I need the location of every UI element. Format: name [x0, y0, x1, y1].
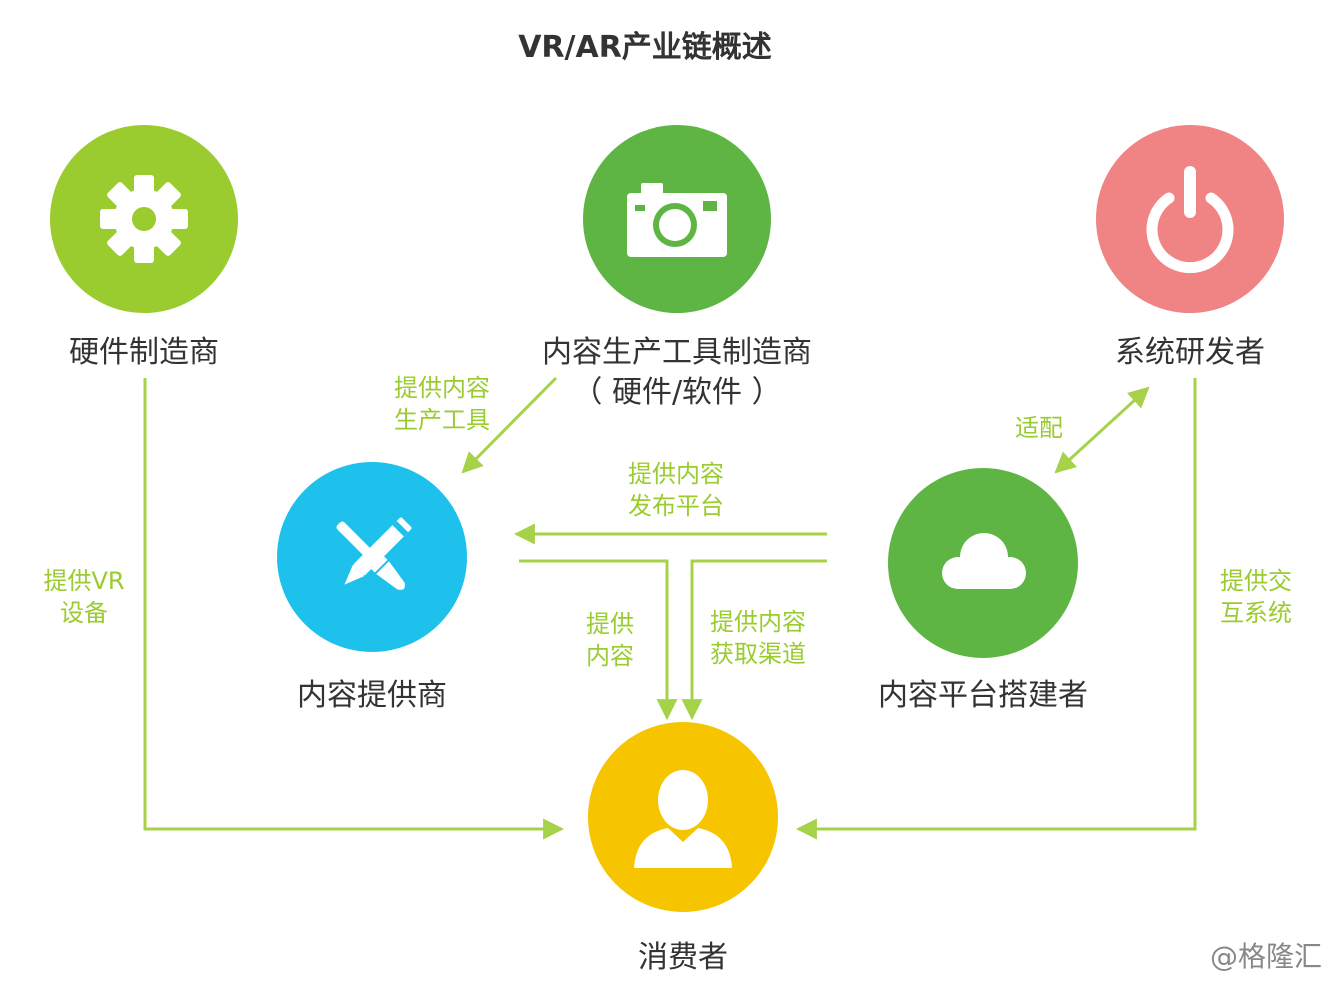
edge-hardware-consumer: [143, 378, 565, 840]
node-consumer: [588, 722, 778, 912]
edge-label-system-platform: 适配: [1015, 414, 1063, 442]
brush-pencil-icon: [336, 517, 412, 590]
edge-label-platform-provider: 提供内容 发布平台: [628, 460, 724, 520]
watermark: @格隆汇: [1209, 940, 1322, 973]
edge-system-platform: [1054, 386, 1150, 474]
camera-icon: [627, 183, 727, 257]
node-provider: [277, 462, 467, 652]
gear-icon: [100, 175, 188, 263]
edge-system-consumer: [795, 378, 1197, 840]
cloud-icon: [942, 533, 1026, 589]
node-hardware-label: 硬件制造商: [69, 335, 219, 370]
node-tools-label-line2: （ 硬件/软件 ）: [572, 375, 782, 410]
edge-label-system-consumer: 提供交 互系统: [1220, 567, 1292, 627]
node-system: [1096, 125, 1284, 313]
edge-label-tools-provider: 提供内容 生产工具: [394, 374, 490, 434]
person-icon: [634, 770, 732, 868]
node-system-label: 系统研发者: [1115, 335, 1265, 370]
diagram-title: VR/AR产业链概述: [518, 30, 772, 65]
node-platform-label: 内容平台搭建者: [878, 678, 1088, 713]
node-tools: [583, 125, 771, 313]
node-consumer-label: 消费者: [638, 940, 728, 975]
edge-label-provider-consumer: 提供 内容: [586, 610, 634, 670]
edge-label-platform-consumer: 提供内容 获取渠道: [710, 608, 806, 668]
node-tools-label-line1: 内容生产工具制造商: [542, 335, 812, 370]
power-icon: [1146, 166, 1234, 274]
node-platform: [888, 468, 1078, 658]
node-hardware: [50, 125, 238, 313]
edge-platform-consumer: [681, 559, 827, 721]
edge-tools-provider: [461, 376, 558, 474]
node-provider-label: 内容提供商: [297, 678, 447, 713]
edge-label-hardware-consumer: 提供VR 设备: [43, 567, 125, 627]
edge-provider-consumer: [519, 559, 678, 721]
